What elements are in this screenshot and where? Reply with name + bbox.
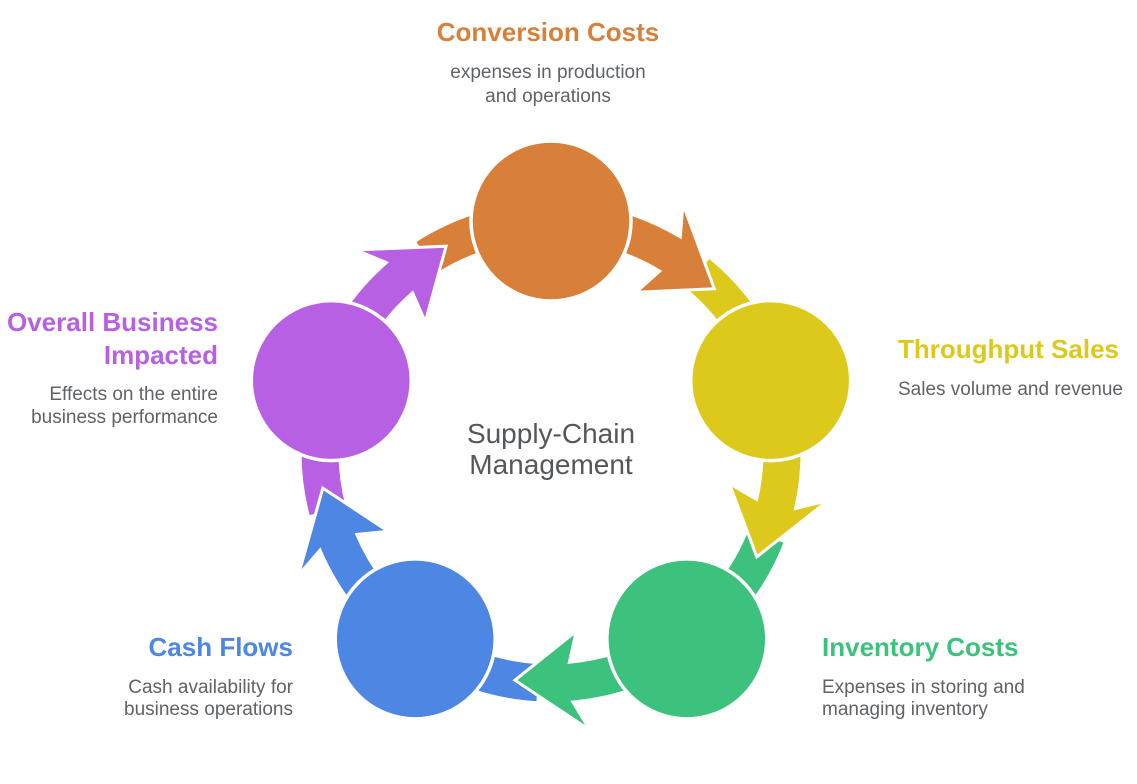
node-title-cash-flows: Cash Flows	[148, 632, 293, 662]
node-circle-cash-flows	[333, 557, 497, 721]
node-circle-overall-business-impacted	[249, 298, 414, 463]
node-label-overall-business-impacted: Overall Business Impacted Effects on the…	[7, 306, 218, 430]
node-description-inventory-costs: Expenses in storing and managing invento…	[822, 676, 1025, 721]
node-description-overall-business-impacted: Effects on the entire business performan…	[31, 384, 218, 428]
node-title-throughput-sales: Throughput Sales	[898, 334, 1119, 364]
node-title-conversion-costs: Conversion Costs	[436, 17, 660, 47]
diagram-center-title: Supply-Chain Management	[466, 418, 636, 480]
node-circle-throughput-sales	[688, 298, 853, 463]
node-description-cash-flows: Cash availability for business operation…	[124, 676, 293, 721]
node-label-throughput-sales: Throughput Sales Sales volume and revenu…	[898, 333, 1123, 401]
node-description-conversion-costs: expenses in production and operations	[450, 61, 646, 107]
node-circle-inventory-costs	[605, 557, 769, 721]
node-label-cash-flows: Cash Flows Cash availability for busines…	[124, 631, 293, 722]
node-title-overall-business-impacted: Overall Business Impacted	[7, 307, 218, 370]
node-label-conversion-costs: Conversion Costs expenses in production …	[373, 16, 723, 109]
node-label-inventory-costs: Inventory Costs Expenses in storing and …	[822, 631, 1025, 722]
node-title-inventory-costs: Inventory Costs	[822, 632, 1019, 662]
node-circle-conversion-costs	[469, 139, 633, 303]
node-description-throughput-sales: Sales volume and revenue	[898, 378, 1123, 400]
